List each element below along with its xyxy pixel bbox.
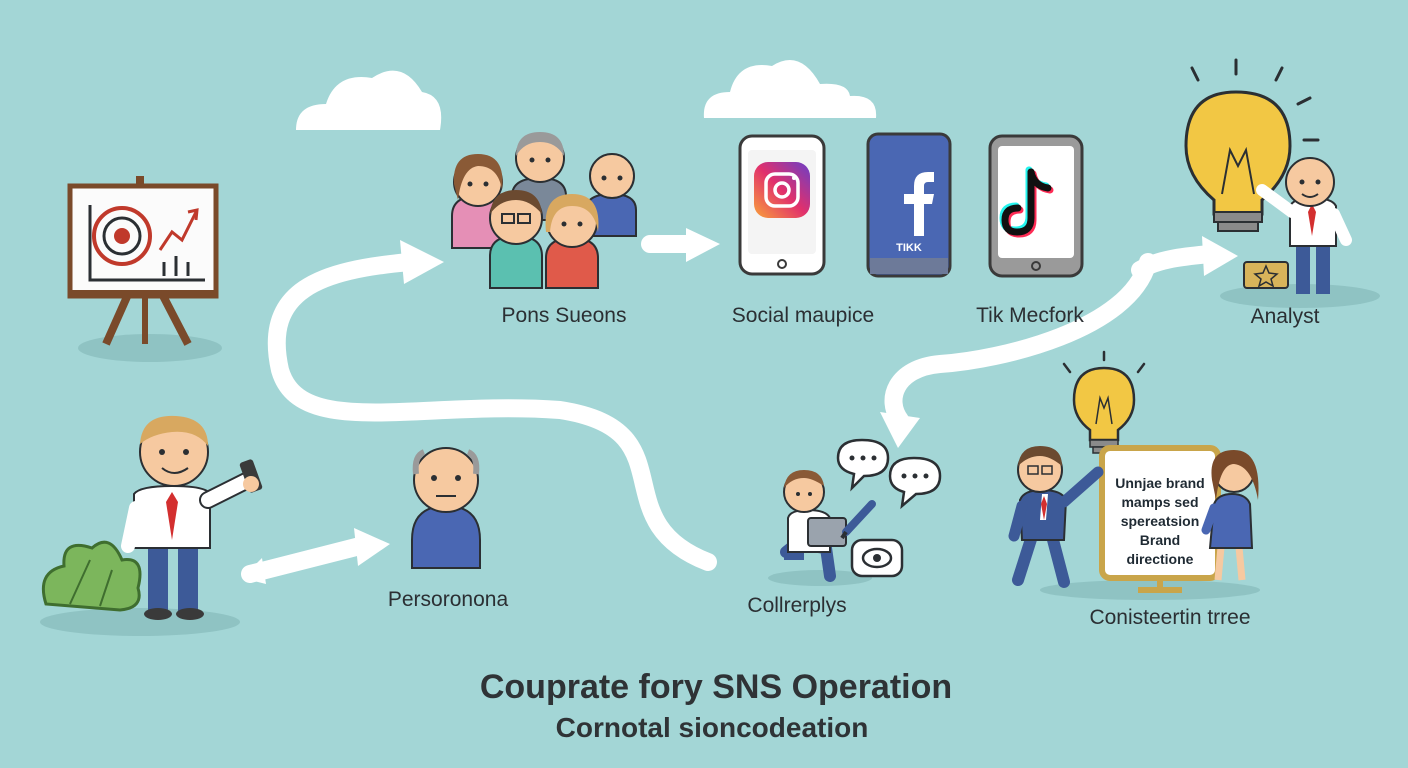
cloud-left bbox=[296, 70, 442, 130]
woman-figure bbox=[1201, 450, 1259, 581]
label-tiktok: Tik Mecfork bbox=[976, 304, 1084, 327]
collaboration-figure bbox=[768, 438, 942, 586]
arrow-analyst-up bbox=[1131, 245, 1219, 279]
label-analyst: Analyst bbox=[1250, 305, 1320, 328]
diagram-subtitle: Cornotal sioncodeation bbox=[555, 712, 869, 743]
target-icon bbox=[92, 206, 152, 266]
board-line: Unnjae brand bbox=[1115, 475, 1205, 491]
laptop-icon bbox=[807, 517, 847, 547]
instagram-icon bbox=[754, 162, 810, 218]
star-box-icon bbox=[1243, 261, 1289, 289]
person-glasses-man bbox=[489, 190, 543, 289]
person-blonde-woman bbox=[545, 194, 599, 289]
board-text: Unnjae brand mamps sed spereatsion Brand… bbox=[1110, 474, 1210, 569]
arrowhead-persona bbox=[354, 528, 390, 566]
eye-device-icon bbox=[850, 538, 904, 578]
phone-tiktok bbox=[988, 134, 1084, 278]
board-line: spereatsion bbox=[1120, 513, 1200, 529]
arrowhead-persona-back bbox=[242, 558, 266, 584]
facebook-phone-caption: TIKK bbox=[896, 242, 922, 254]
arrow-heads bbox=[242, 228, 1238, 584]
arrow-main-loop bbox=[267, 253, 717, 571]
person-bald-man bbox=[585, 153, 637, 237]
tiktok-icon bbox=[999, 166, 1054, 238]
label-persona: Persoronona bbox=[387, 588, 509, 611]
arrowhead-collab bbox=[880, 412, 920, 448]
arrow-analyst-return bbox=[884, 253, 1157, 429]
lightbulb-icon-large bbox=[1184, 58, 1320, 232]
chat-bubble-icon-right bbox=[888, 456, 942, 510]
diagram-title: Couprate fory SNS Operation bbox=[479, 668, 953, 706]
label-consistent: Conisteertin trree bbox=[1089, 606, 1251, 629]
phone-instagram bbox=[738, 134, 826, 276]
trend-chart-icon bbox=[88, 205, 205, 282]
man-glasses-figure bbox=[1008, 446, 1104, 588]
persona-figure bbox=[411, 447, 481, 569]
board-line: mamps sed bbox=[1121, 494, 1199, 510]
manager-figure bbox=[121, 415, 263, 620]
consistent-team bbox=[1008, 350, 1260, 600]
label-collab: Collrerplys bbox=[747, 594, 847, 617]
flow-arrows bbox=[241, 235, 1219, 583]
phone-facebook bbox=[866, 132, 952, 278]
board-line: Brand bbox=[1139, 532, 1181, 548]
arrow-persona-link bbox=[241, 537, 369, 583]
arrowhead-social bbox=[686, 228, 720, 262]
cloud-right bbox=[703, 60, 877, 118]
label-social: Social maupice bbox=[731, 304, 875, 327]
strategy-easel bbox=[67, 176, 222, 362]
board-line: directione bbox=[1126, 551, 1194, 567]
lightbulb-icon-small bbox=[1062, 350, 1146, 454]
arrowhead-loop bbox=[400, 240, 444, 284]
chat-bubble-icon-left bbox=[836, 438, 890, 492]
pen-icon bbox=[840, 500, 876, 540]
label-persons: Pons Sueons bbox=[501, 304, 627, 327]
bush-icon bbox=[40, 540, 240, 636]
facebook-icon bbox=[904, 172, 934, 236]
persons-group bbox=[451, 132, 637, 289]
arrowhead-analyst bbox=[1202, 236, 1238, 276]
analyst-figure bbox=[1184, 58, 1380, 308]
